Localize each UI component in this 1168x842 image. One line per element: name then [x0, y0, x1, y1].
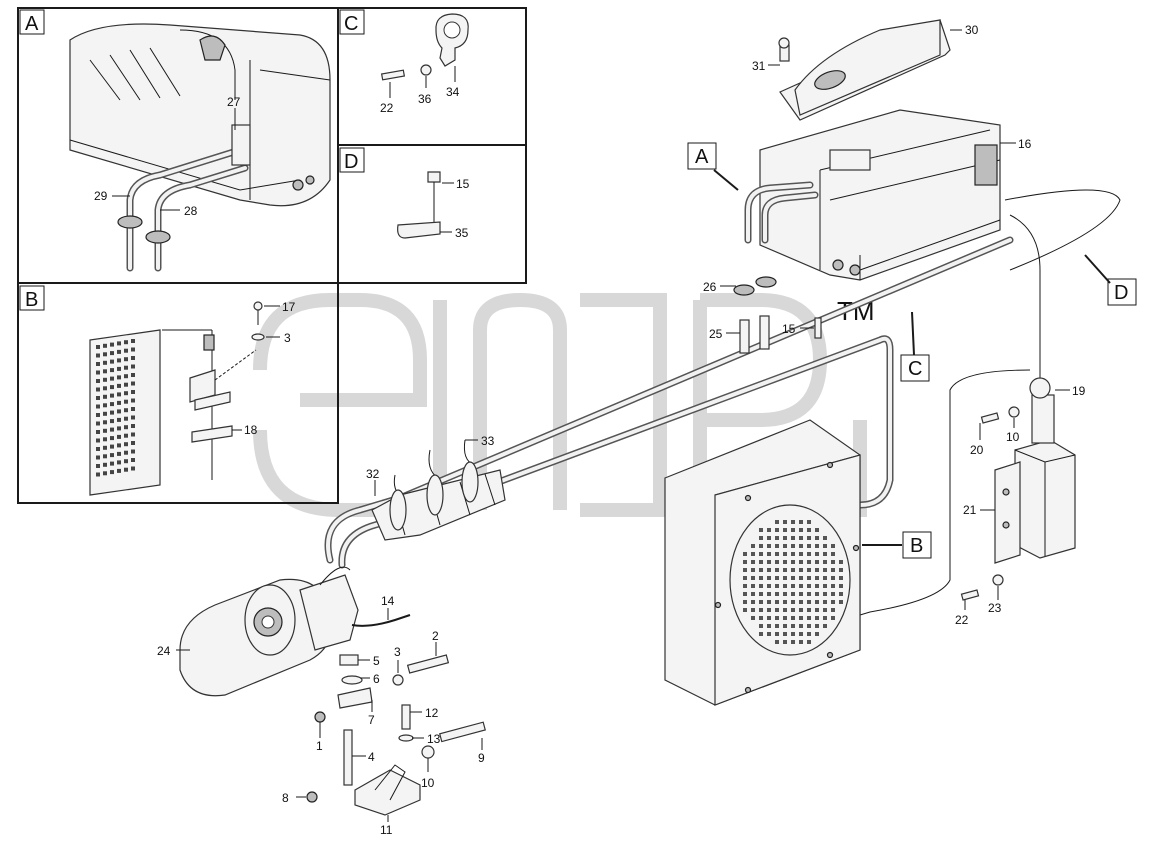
- callout-19: 19: [1072, 384, 1086, 398]
- inset-d-callout-35: 35: [455, 226, 469, 240]
- condenser-grille: [743, 520, 843, 644]
- inset-b-label: B: [25, 289, 38, 311]
- callout-32: 32: [366, 467, 380, 481]
- callout-10: 10: [421, 776, 435, 790]
- inset-c-callout-34: 34: [446, 85, 460, 99]
- inset-a: A 27 28 29: [19, 9, 331, 272]
- main-label-a: A: [695, 146, 709, 168]
- main-label-c: C: [908, 358, 922, 380]
- inset-b: B 17 3 18: [19, 285, 296, 496]
- main-view-markers: A B C D: [687, 142, 1137, 559]
- main-label-b: B: [910, 535, 923, 557]
- callout-13: 13: [427, 732, 441, 746]
- inset-d: D 15 35: [339, 147, 470, 240]
- callout-9: 9: [478, 751, 485, 765]
- callout-5: 5: [373, 654, 380, 668]
- callout-31: 31: [752, 59, 766, 73]
- callout-22: 22: [955, 613, 969, 627]
- callout-8: 8: [282, 791, 289, 805]
- callout-15: 15: [782, 322, 796, 336]
- inset-b-callout-17: 17: [282, 300, 296, 314]
- callout-21: 21: [963, 503, 977, 517]
- callout-10b: 10: [1006, 430, 1020, 444]
- inset-a-callout-27: 27: [227, 95, 241, 109]
- callout-24: 24: [157, 644, 171, 658]
- inset-a-callout-28: 28: [184, 204, 198, 218]
- callout-11: 11: [380, 823, 393, 837]
- callout-20: 20: [970, 443, 984, 457]
- inset-c-callout-22: 22: [380, 101, 394, 115]
- inset-c: C 22 36 34: [339, 9, 469, 115]
- inset-a-callout-29: 29: [94, 189, 108, 203]
- inset-b-grille: [96, 339, 135, 477]
- callout-6: 6: [373, 672, 380, 686]
- inset-b-callout-3: 3: [284, 331, 291, 345]
- callout-33: 33: [481, 434, 495, 448]
- callout-12: 12: [425, 706, 439, 720]
- inset-c-label: C: [344, 13, 358, 35]
- callout-14: 14: [381, 594, 395, 608]
- callout-25: 25: [709, 327, 723, 341]
- callout-16: 16: [1018, 137, 1032, 151]
- main-label-d: D: [1114, 282, 1128, 304]
- callout-23: 23: [988, 601, 1002, 615]
- callout-4: 4: [368, 750, 375, 764]
- callout-1: 1: [316, 739, 323, 753]
- callout-26: 26: [703, 280, 717, 294]
- callout-3: 3: [394, 645, 401, 659]
- callout-2: 2: [432, 629, 439, 643]
- main-callouts: 30 31 16 26 25 15 19 10 20 21 23 22 33 3…: [157, 23, 1086, 837]
- callout-30: 30: [965, 23, 979, 37]
- mounting-hardware: [306, 654, 486, 816]
- inset-a-label: A: [25, 13, 39, 35]
- dryer-assembly: [960, 377, 1076, 601]
- condenser-unit: [664, 419, 861, 706]
- inset-d-callout-15: 15: [456, 177, 470, 191]
- inset-c-callout-36: 36: [418, 92, 432, 106]
- callout-7: 7: [368, 713, 375, 727]
- inset-b-callout-18: 18: [244, 423, 258, 437]
- compressor-assembly: [179, 566, 411, 697]
- inset-frames: [17, 7, 527, 504]
- heater-unit: [733, 19, 1001, 354]
- inset-d-label: D: [344, 151, 358, 173]
- main-hoses: [324, 189, 1121, 616]
